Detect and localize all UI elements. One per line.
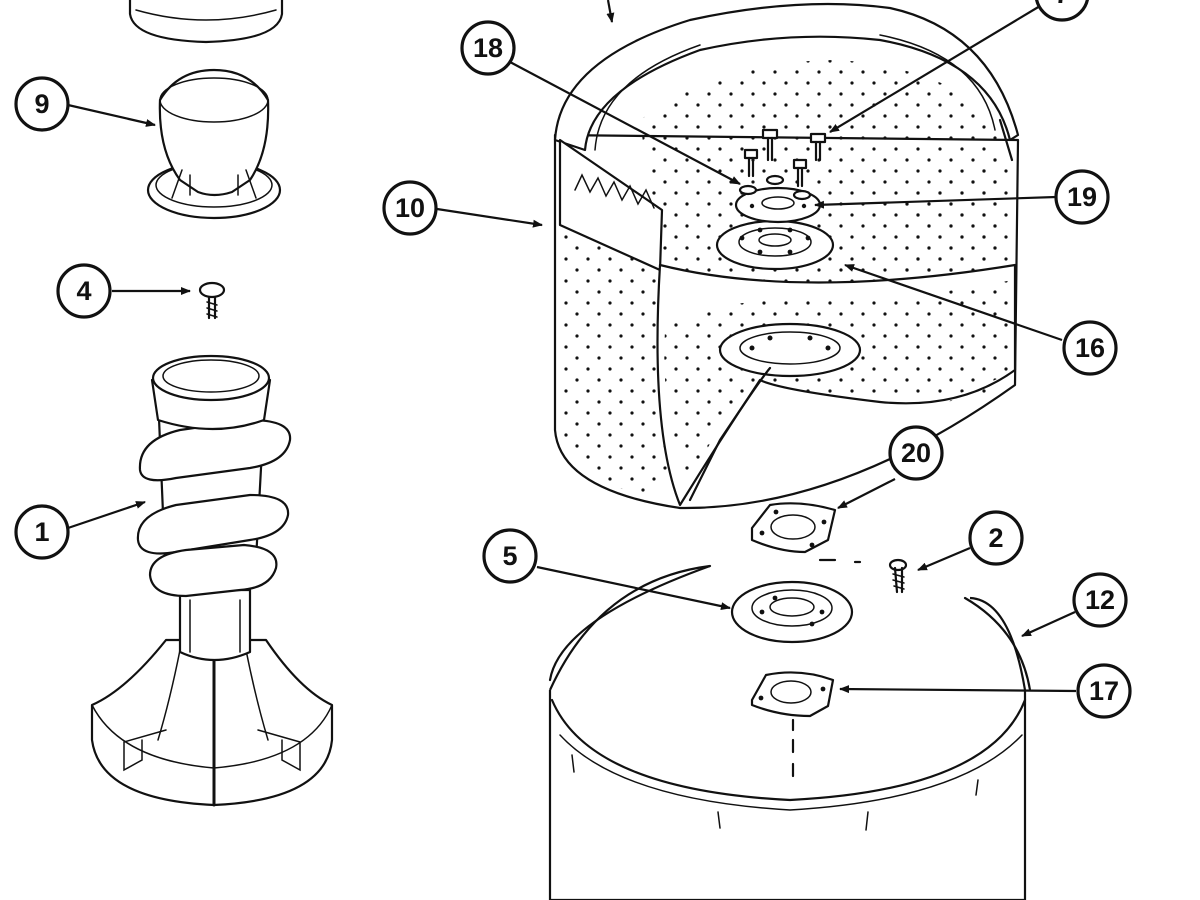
agitator-screw bbox=[198, 281, 226, 320]
callout-2-label: 2 bbox=[988, 523, 1003, 553]
gasket-17 bbox=[750, 671, 835, 718]
callout-7: 7 bbox=[1035, 0, 1089, 22]
callout-10: 10 bbox=[382, 180, 438, 236]
agitator bbox=[90, 354, 334, 807]
tub-screw bbox=[888, 558, 908, 594]
callout-19: 19 bbox=[1054, 169, 1110, 225]
callout-4-label: 4 bbox=[76, 276, 91, 306]
callout-17: 17 bbox=[1076, 663, 1132, 719]
callout-16: 16 bbox=[1062, 320, 1118, 376]
callout-5-label: 5 bbox=[502, 541, 517, 571]
callout-12-label: 12 bbox=[1085, 585, 1115, 615]
callout-20-label: 20 bbox=[901, 438, 931, 468]
callout-10-label: 10 bbox=[395, 193, 425, 223]
callout-17-label: 17 bbox=[1089, 676, 1119, 706]
callout-1-label: 1 bbox=[34, 517, 49, 547]
callout-18: 18 bbox=[460, 20, 516, 76]
callout-4: 4 bbox=[56, 263, 112, 319]
callout-12: 12 bbox=[1072, 572, 1128, 628]
agitator-cap bbox=[128, 0, 284, 44]
wash-basket bbox=[553, 2, 1020, 510]
hub-assembly bbox=[715, 128, 835, 271]
seal-5 bbox=[730, 580, 854, 644]
gasket-20 bbox=[750, 502, 837, 554]
outer-tub bbox=[548, 558, 1032, 900]
callout-19-label: 19 bbox=[1067, 182, 1097, 212]
callout-7-label: 7 bbox=[1054, 0, 1069, 9]
callout-16-label: 16 bbox=[1075, 333, 1105, 363]
dispenser-cup bbox=[146, 68, 282, 220]
callout-1: 1 bbox=[14, 504, 70, 560]
callout-20: 20 bbox=[888, 425, 944, 481]
callout-18-label: 18 bbox=[473, 33, 503, 63]
callout-9: 9 bbox=[14, 76, 70, 132]
leader-lines bbox=[67, 0, 1077, 694]
callout-5: 5 bbox=[482, 528, 538, 584]
callout-2: 2 bbox=[968, 510, 1024, 566]
callout-9-label: 9 bbox=[34, 89, 49, 119]
